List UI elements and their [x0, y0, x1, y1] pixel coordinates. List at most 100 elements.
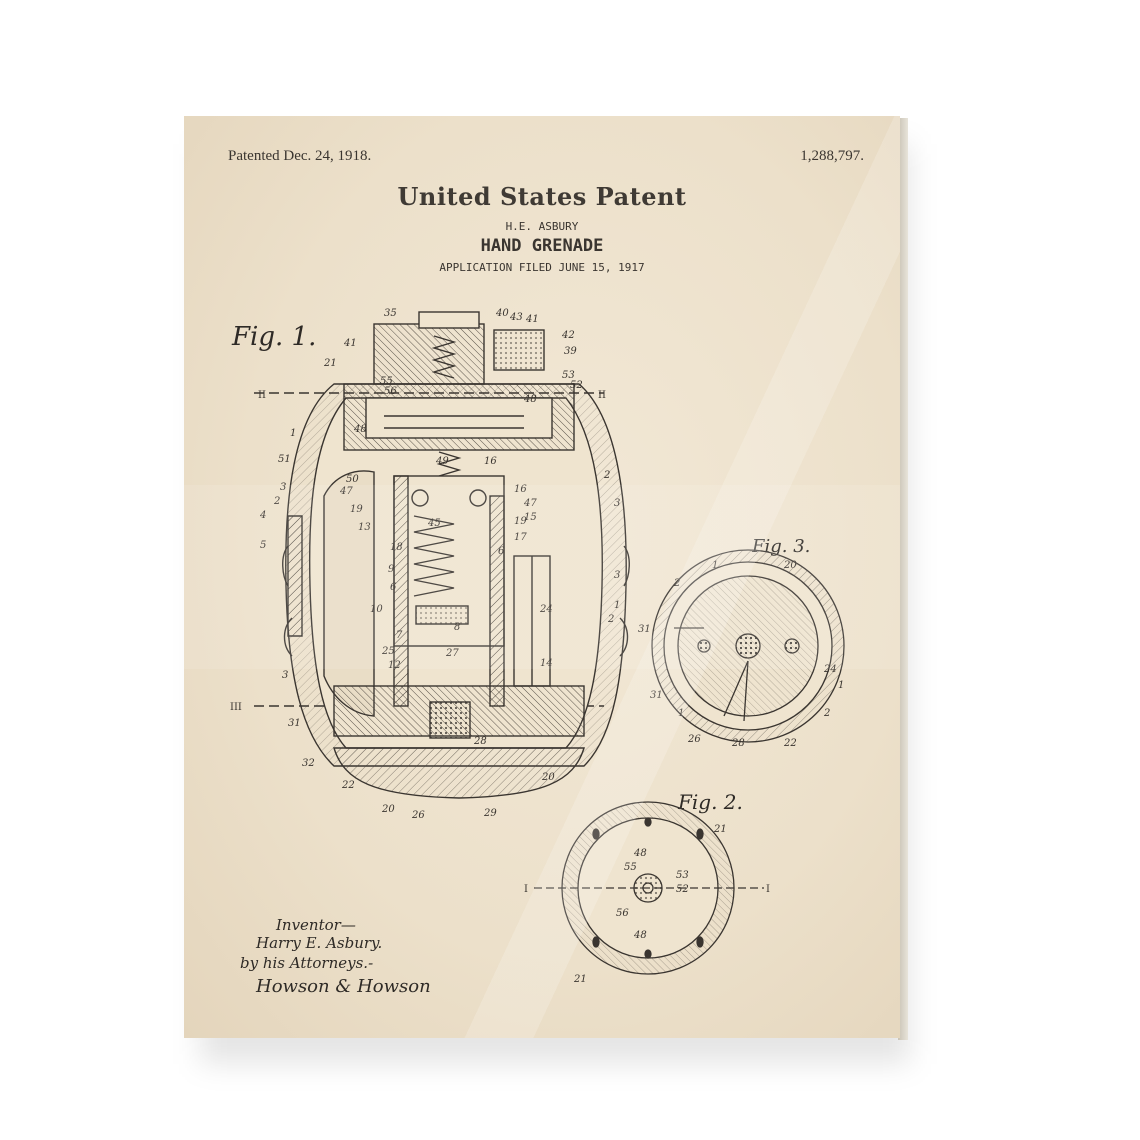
svg-text:51: 51	[278, 454, 291, 465]
svg-text:47: 47	[523, 498, 537, 509]
svg-text:4: 4	[259, 510, 266, 521]
svg-text:1: 1	[678, 708, 684, 719]
svg-text:24: 24	[539, 604, 553, 615]
svg-text:1: 1	[838, 680, 844, 691]
svg-text:48: 48	[523, 394, 537, 405]
fig1-label: Fig. 1.	[232, 322, 317, 352]
svg-text:1: 1	[712, 560, 718, 571]
svg-text:6: 6	[498, 546, 505, 557]
svg-text:2: 2	[823, 708, 830, 719]
svg-text:56: 56	[384, 386, 397, 397]
svg-text:20: 20	[381, 804, 395, 815]
svg-text:20: 20	[783, 560, 797, 571]
svg-text:41: 41	[525, 314, 539, 325]
svg-text:1: 1	[614, 600, 620, 611]
svg-text:19: 19	[350, 504, 363, 515]
svg-text:3: 3	[614, 570, 620, 581]
svg-text:9: 9	[388, 564, 395, 575]
svg-text:31: 31	[638, 624, 651, 635]
svg-text:48: 48	[353, 424, 367, 435]
svg-text:48: 48	[633, 848, 647, 859]
patent-title: United States Patent	[397, 182, 687, 211]
svg-text:56: 56	[616, 908, 629, 919]
svg-text:21: 21	[573, 974, 587, 985]
fig3-section	[651, 549, 845, 743]
svg-text:2: 2	[603, 470, 610, 481]
svg-text:25: 25	[381, 646, 395, 657]
fig2-label: Fig. 2.	[678, 790, 743, 814]
svg-text:29: 29	[483, 808, 497, 819]
svg-text:31: 31	[650, 690, 663, 701]
svg-text:21: 21	[713, 824, 727, 835]
svg-text:55: 55	[624, 862, 637, 873]
svg-text:48: 48	[633, 930, 647, 941]
svg-text:21: 21	[323, 358, 337, 369]
svg-text:32: 32	[302, 758, 315, 769]
attorneys-signature: Howson & Howson	[256, 976, 431, 997]
svg-text:19: 19	[514, 516, 527, 527]
svg-text:39: 39	[564, 346, 577, 357]
svg-text:28: 28	[473, 736, 487, 747]
svg-text:40: 40	[495, 308, 509, 319]
application-date: APPLICATION FILED JUNE 15, 1917	[439, 261, 645, 274]
attorneys-caption: by his Attorneys.-	[240, 954, 374, 972]
patent-print: Patented Dec. 24, 1918. 1,288,797. Unite…	[184, 116, 900, 1038]
svg-text:35: 35	[384, 308, 397, 319]
svg-text:III: III	[230, 702, 242, 713]
svg-text:52: 52	[676, 884, 689, 895]
fig2-plan	[534, 801, 764, 975]
svg-text:24: 24	[823, 664, 837, 675]
svg-text:22: 22	[341, 780, 355, 791]
svg-text:2: 2	[673, 578, 680, 589]
svg-text:16: 16	[514, 484, 527, 495]
invention-title: HAND GRENADE	[480, 236, 604, 256]
svg-text:55: 55	[380, 376, 393, 387]
svg-text:3: 3	[282, 670, 288, 681]
svg-text:15: 15	[524, 512, 537, 523]
svg-text:2: 2	[273, 496, 280, 507]
svg-text:2: 2	[607, 614, 614, 625]
svg-text:3: 3	[614, 498, 620, 509]
svg-text:I: I	[766, 884, 770, 895]
inventor-name: H.E. ASBURY	[505, 220, 579, 233]
svg-text:27: 27	[445, 648, 459, 659]
inventor-caption: Inventor—	[276, 916, 356, 934]
svg-text:3: 3	[280, 482, 286, 493]
svg-text:45: 45	[427, 518, 441, 529]
svg-text:53: 53	[676, 870, 689, 881]
svg-text:53: 53	[562, 370, 575, 381]
svg-text:13: 13	[358, 522, 371, 533]
svg-text:26: 26	[687, 734, 701, 745]
svg-text:12: 12	[388, 660, 401, 671]
svg-text:16: 16	[484, 456, 497, 467]
fig1-grenade	[254, 311, 630, 799]
svg-text:47: 47	[339, 486, 353, 497]
svg-text:1: 1	[290, 428, 296, 439]
svg-text:I: I	[524, 884, 528, 895]
svg-text:49: 49	[435, 456, 449, 467]
patent-number: 1,288,797.	[800, 148, 864, 164]
svg-text:8: 8	[454, 622, 460, 633]
svg-text:41: 41	[343, 338, 357, 349]
svg-text:20: 20	[541, 772, 555, 783]
svg-text:52: 52	[570, 380, 583, 391]
svg-text:17: 17	[514, 532, 527, 543]
inventor-signature: Harry E. Asbury.	[256, 934, 383, 952]
svg-text:26: 26	[411, 810, 425, 821]
svg-text:22: 22	[783, 738, 797, 749]
svg-text:42: 42	[561, 330, 575, 341]
svg-text:7: 7	[396, 630, 403, 641]
svg-text:43: 43	[509, 312, 523, 323]
fig2-reference-numbers: 21 48 55 53 52 56 48 21 I I	[524, 824, 770, 985]
svg-text:18: 18	[390, 542, 403, 553]
panel-edge	[898, 118, 908, 1040]
svg-text:II: II	[598, 390, 606, 401]
svg-text:II: II	[258, 390, 266, 401]
svg-text:31: 31	[288, 718, 301, 729]
svg-text:50: 50	[346, 474, 359, 485]
svg-text:5: 5	[260, 540, 266, 551]
svg-text:28: 28	[731, 738, 745, 749]
patented-date: Patented Dec. 24, 1918.	[228, 148, 372, 164]
